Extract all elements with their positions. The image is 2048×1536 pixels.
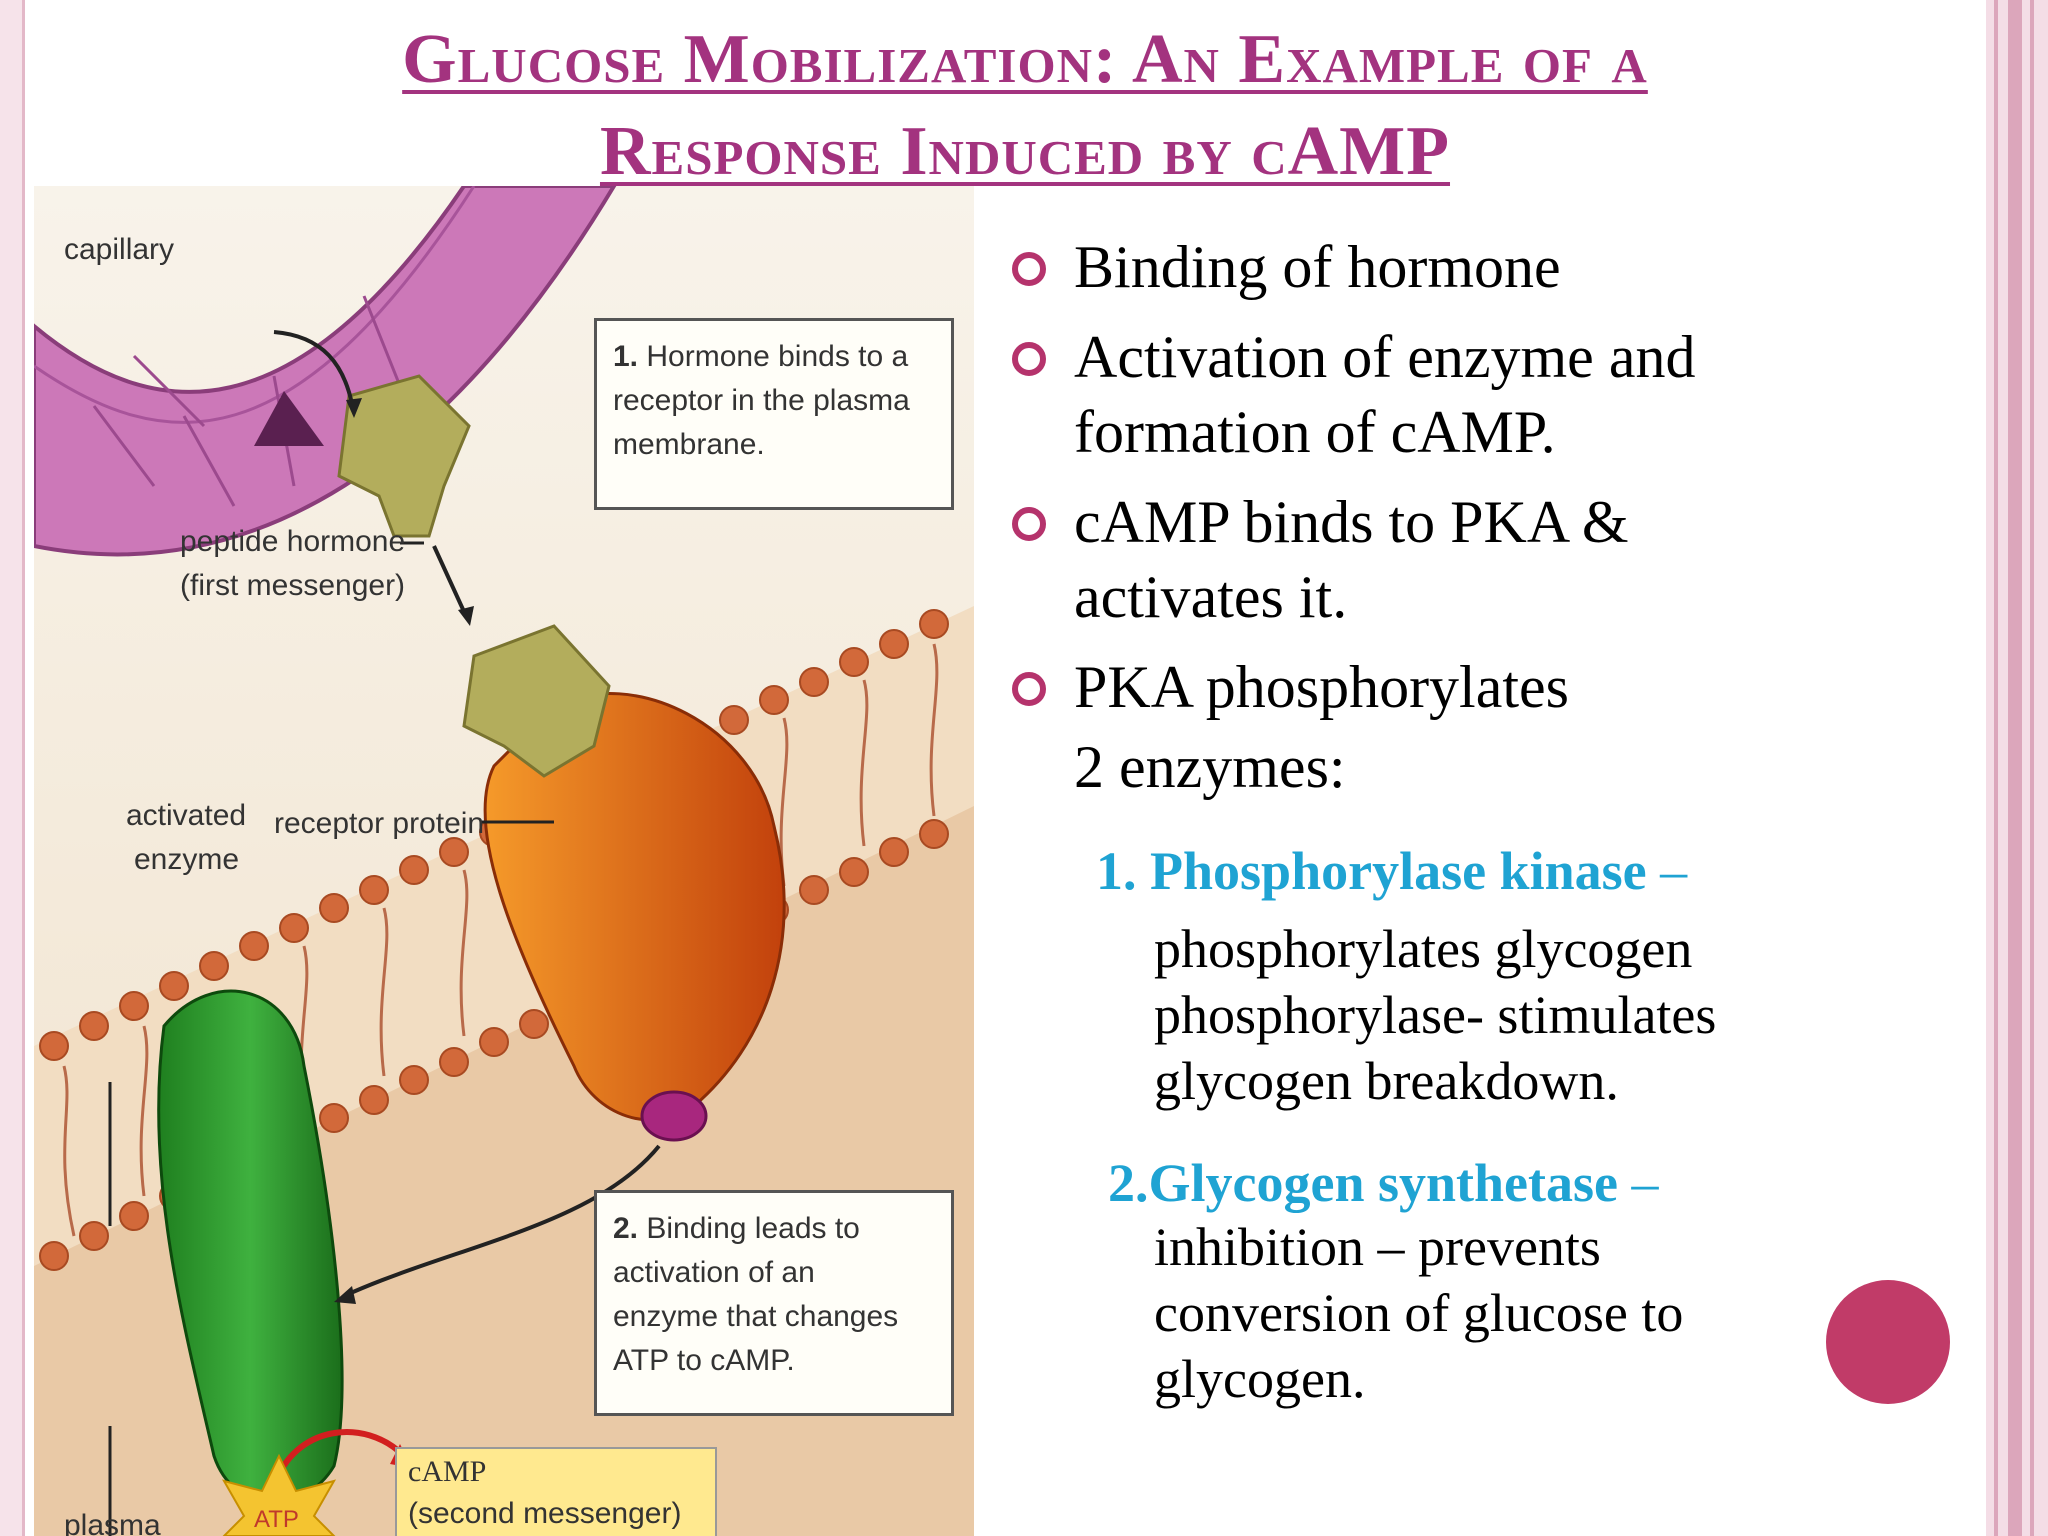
label-receptor-protein: receptor protein bbox=[274, 807, 485, 840]
bullet-item: cAMP binds to PKA & activates it. bbox=[1008, 485, 1968, 635]
bullet-list: Binding of hormone Activation of enzyme … bbox=[1008, 230, 1968, 805]
label-second-messenger: (second messenger) bbox=[408, 1497, 682, 1530]
atp-starburst bbox=[221, 1453, 337, 1536]
bullet-ring-icon bbox=[1012, 672, 1046, 706]
label-activated: activated bbox=[126, 799, 247, 832]
bullet-ring-icon bbox=[1012, 342, 1046, 376]
label-atp: ATP bbox=[254, 1506, 299, 1533]
label-enzyme: enzyme bbox=[134, 843, 240, 876]
bullet-item: Binding of hormone bbox=[1008, 230, 1968, 305]
slide-frame-left bbox=[0, 0, 25, 1536]
label-plasma: plasma bbox=[64, 1509, 161, 1536]
step-1-text: Hormone binds to a receptor in the plasm… bbox=[613, 340, 910, 461]
step-1-number: 1. bbox=[613, 340, 639, 373]
label-camp: cAMP bbox=[408, 1455, 487, 1488]
enzyme-1-description: phosphorylates glycogen phosphorylase- s… bbox=[1154, 919, 1717, 1111]
bullet-item: PKA phosphorylates bbox=[1008, 650, 1968, 725]
step-2-box: 2. Binding leads to activation of an enz… bbox=[594, 1190, 954, 1416]
title-line-1: Glucose Mobilization: An Example of a bbox=[402, 21, 1648, 98]
slide-frame-right bbox=[1986, 0, 2048, 1536]
enzyme-shape bbox=[157, 989, 344, 1504]
step-1-box: 1. Hormone binds to a receptor in the pl… bbox=[594, 318, 954, 510]
step-2-text: Binding leads to activation of an enzyme… bbox=[613, 1212, 899, 1377]
camp-pathway-figure: capillary peptide hormone (first messeng… bbox=[34, 186, 974, 1536]
step-2-number: 2. bbox=[613, 1212, 639, 1245]
bullet-continuation: 2 enzymes: bbox=[1074, 734, 1346, 800]
bullet-ring-icon bbox=[1012, 507, 1046, 541]
label-first-messenger: (first messenger) bbox=[180, 569, 406, 602]
enzyme-2-description: inhibition – prevents conversion of gluc… bbox=[1154, 1217, 1684, 1409]
decorative-circle bbox=[1826, 1280, 1950, 1404]
hormone-free bbox=[337, 374, 471, 538]
enzyme-1-heading: 1. Phosphorylase kinase – bbox=[1096, 841, 1688, 901]
hormone-bound bbox=[462, 624, 611, 778]
receptor-shape bbox=[483, 691, 786, 1122]
bullet-item: Activation of enzyme and formation of cA… bbox=[1008, 320, 1968, 470]
label-capillary: capillary bbox=[64, 233, 175, 266]
title-line-2: Response Induced by cAMP bbox=[599, 113, 1451, 190]
enzyme-2-heading: 2.Glycogen synthetase – bbox=[1108, 1153, 1659, 1213]
label-peptide-hormone: peptide hormone bbox=[180, 525, 406, 558]
capillary-shape bbox=[34, 186, 617, 557]
bullet-ring-icon bbox=[1012, 252, 1046, 286]
slide-title: Glucose Mobilization: An Example of a Re… bbox=[200, 14, 1850, 198]
